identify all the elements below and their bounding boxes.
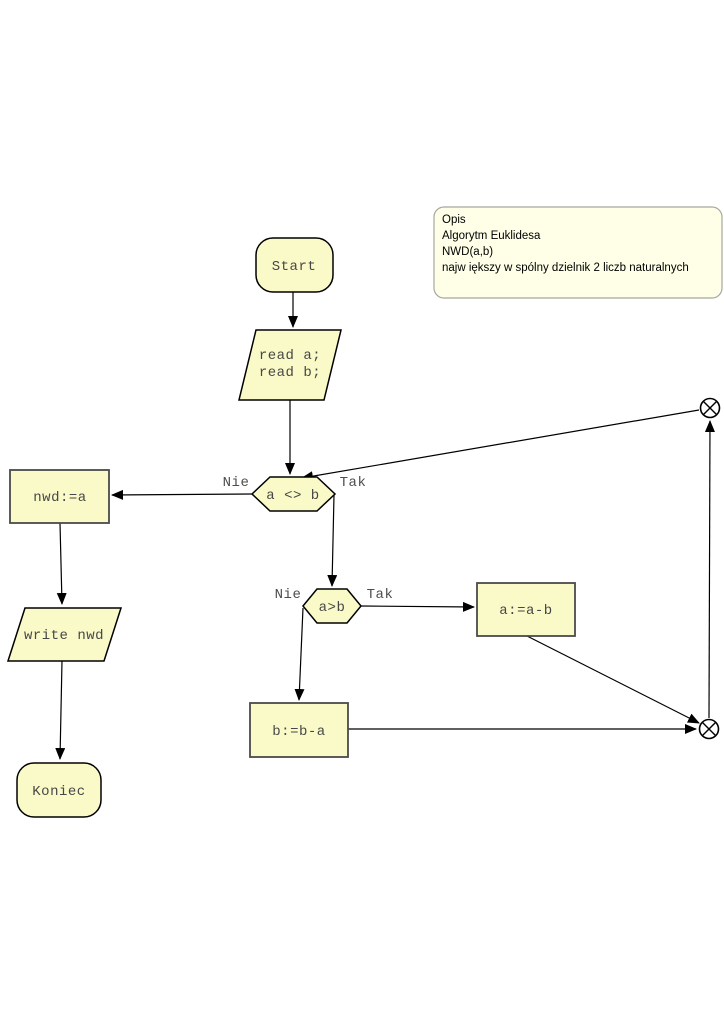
read-input-node: read a; read b;	[238, 329, 342, 401]
loop-condition-no-label: Nie	[223, 475, 250, 491]
read-input-line1: read a;	[259, 348, 321, 364]
connector-x-stroke	[702, 722, 716, 736]
edge-connector-top-to-loop-condition	[301, 409, 700, 482]
description-note: Opis Algorytm Euklidesa NWD(a,b) najw ię…	[433, 206, 723, 299]
compare-condition-no-label: Nie	[275, 587, 302, 603]
edge-labels: Nie Tak Nie Tak	[223, 475, 394, 603]
compare-condition-label: a>b	[319, 600, 346, 616]
assign-nwd-process-shape	[9, 469, 110, 524]
loop-condition-label: a <> b	[266, 488, 319, 504]
note-line-nwd: NWD(a,b)	[442, 246, 493, 258]
compare-condition-yes-label: Tak	[367, 587, 394, 603]
edge-write-to-end	[55, 660, 66, 760]
edge-compare-yes-to-assign-a	[360, 601, 475, 612]
note-line-algorithm: Algorytm Euklidesa	[442, 230, 541, 242]
start-node-label: Start	[272, 259, 317, 275]
note-line-definition: najw iększy w spólny dzielnik 2 liczb na…	[442, 262, 689, 274]
end-terminator-shape	[16, 762, 102, 818]
end-node-label: Koniec	[32, 784, 85, 800]
compare-condition-decision-shape	[302, 588, 362, 624]
write-output-io-shape	[6, 607, 123, 662]
read-input-line2: read b;	[259, 365, 321, 381]
merge-connector-bottom	[698, 718, 720, 740]
assign-nwd-node: nwd:=a	[9, 469, 110, 524]
edge-connector-bottom-to-connector-top	[704, 420, 715, 719]
assign-a-node: a:=a-b	[476, 582, 576, 637]
write-output-node: write nwd	[6, 607, 123, 662]
connector-x-stroke	[703, 401, 717, 415]
loop-condition-yes-label: Tak	[340, 475, 367, 491]
assign-b-node: b:=b-a	[249, 702, 349, 758]
loop-condition-decision-shape	[250, 476, 337, 512]
start-terminator-shape	[255, 237, 334, 293]
edge-loop-no-to-assign-nwd	[111, 489, 253, 500]
assign-b-label: b:=b-a	[272, 724, 325, 740]
edge-loop-yes-to-compare	[327, 494, 338, 587]
assign-a-process-shape	[476, 582, 576, 637]
edge-assign-a-to-connector-bottom	[526, 635, 700, 724]
assign-b-process-shape	[249, 702, 349, 758]
edge-compare-no-to-assign-b	[294, 607, 305, 701]
read-input-io-shape	[238, 329, 342, 401]
edge-assign-nwd-to-write	[56, 522, 67, 605]
start-node: Start	[255, 237, 334, 293]
loop-return-connector-top	[699, 397, 721, 419]
assign-nwd-label: nwd:=a	[33, 490, 86, 506]
note-line-title: Opis	[442, 214, 466, 226]
description-note-box	[433, 206, 723, 299]
assign-a-label: a:=a-b	[499, 603, 552, 619]
compare-condition-node: a>b	[302, 588, 362, 624]
loop-condition-node: a <> b	[250, 476, 337, 512]
end-node: Koniec	[16, 762, 102, 818]
write-output-label: write nwd	[24, 628, 104, 644]
edges	[55, 291, 715, 760]
